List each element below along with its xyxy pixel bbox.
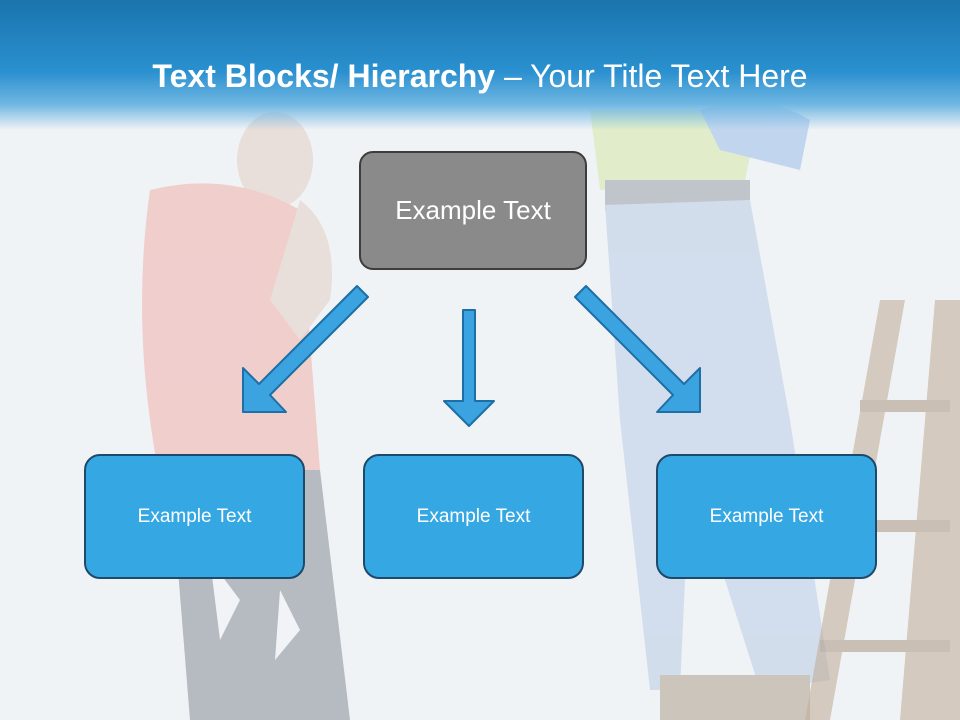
child-node-label: Example Text: [709, 505, 824, 527]
child-node-right[interactable]: Example Text: [656, 454, 877, 579]
arrow-left: [242, 285, 369, 413]
child-node-left[interactable]: Example Text: [84, 454, 305, 579]
arrow-center: [443, 309, 495, 427]
slide-title: Text Blocks/ Hierarchy – Your Title Text…: [0, 56, 960, 96]
arrow-right: [574, 285, 701, 413]
child-node-center[interactable]: Example Text: [363, 454, 584, 579]
top-node[interactable]: Example Text: [359, 151, 587, 270]
slide-title-rest: – Your Title Text Here: [495, 58, 808, 94]
child-node-label: Example Text: [416, 505, 531, 527]
child-node-label: Example Text: [137, 505, 252, 527]
slide-title-bold: Text Blocks/ Hierarchy: [152, 58, 496, 94]
title-bar: [0, 0, 960, 130]
top-node-label: Example Text: [395, 195, 551, 225]
